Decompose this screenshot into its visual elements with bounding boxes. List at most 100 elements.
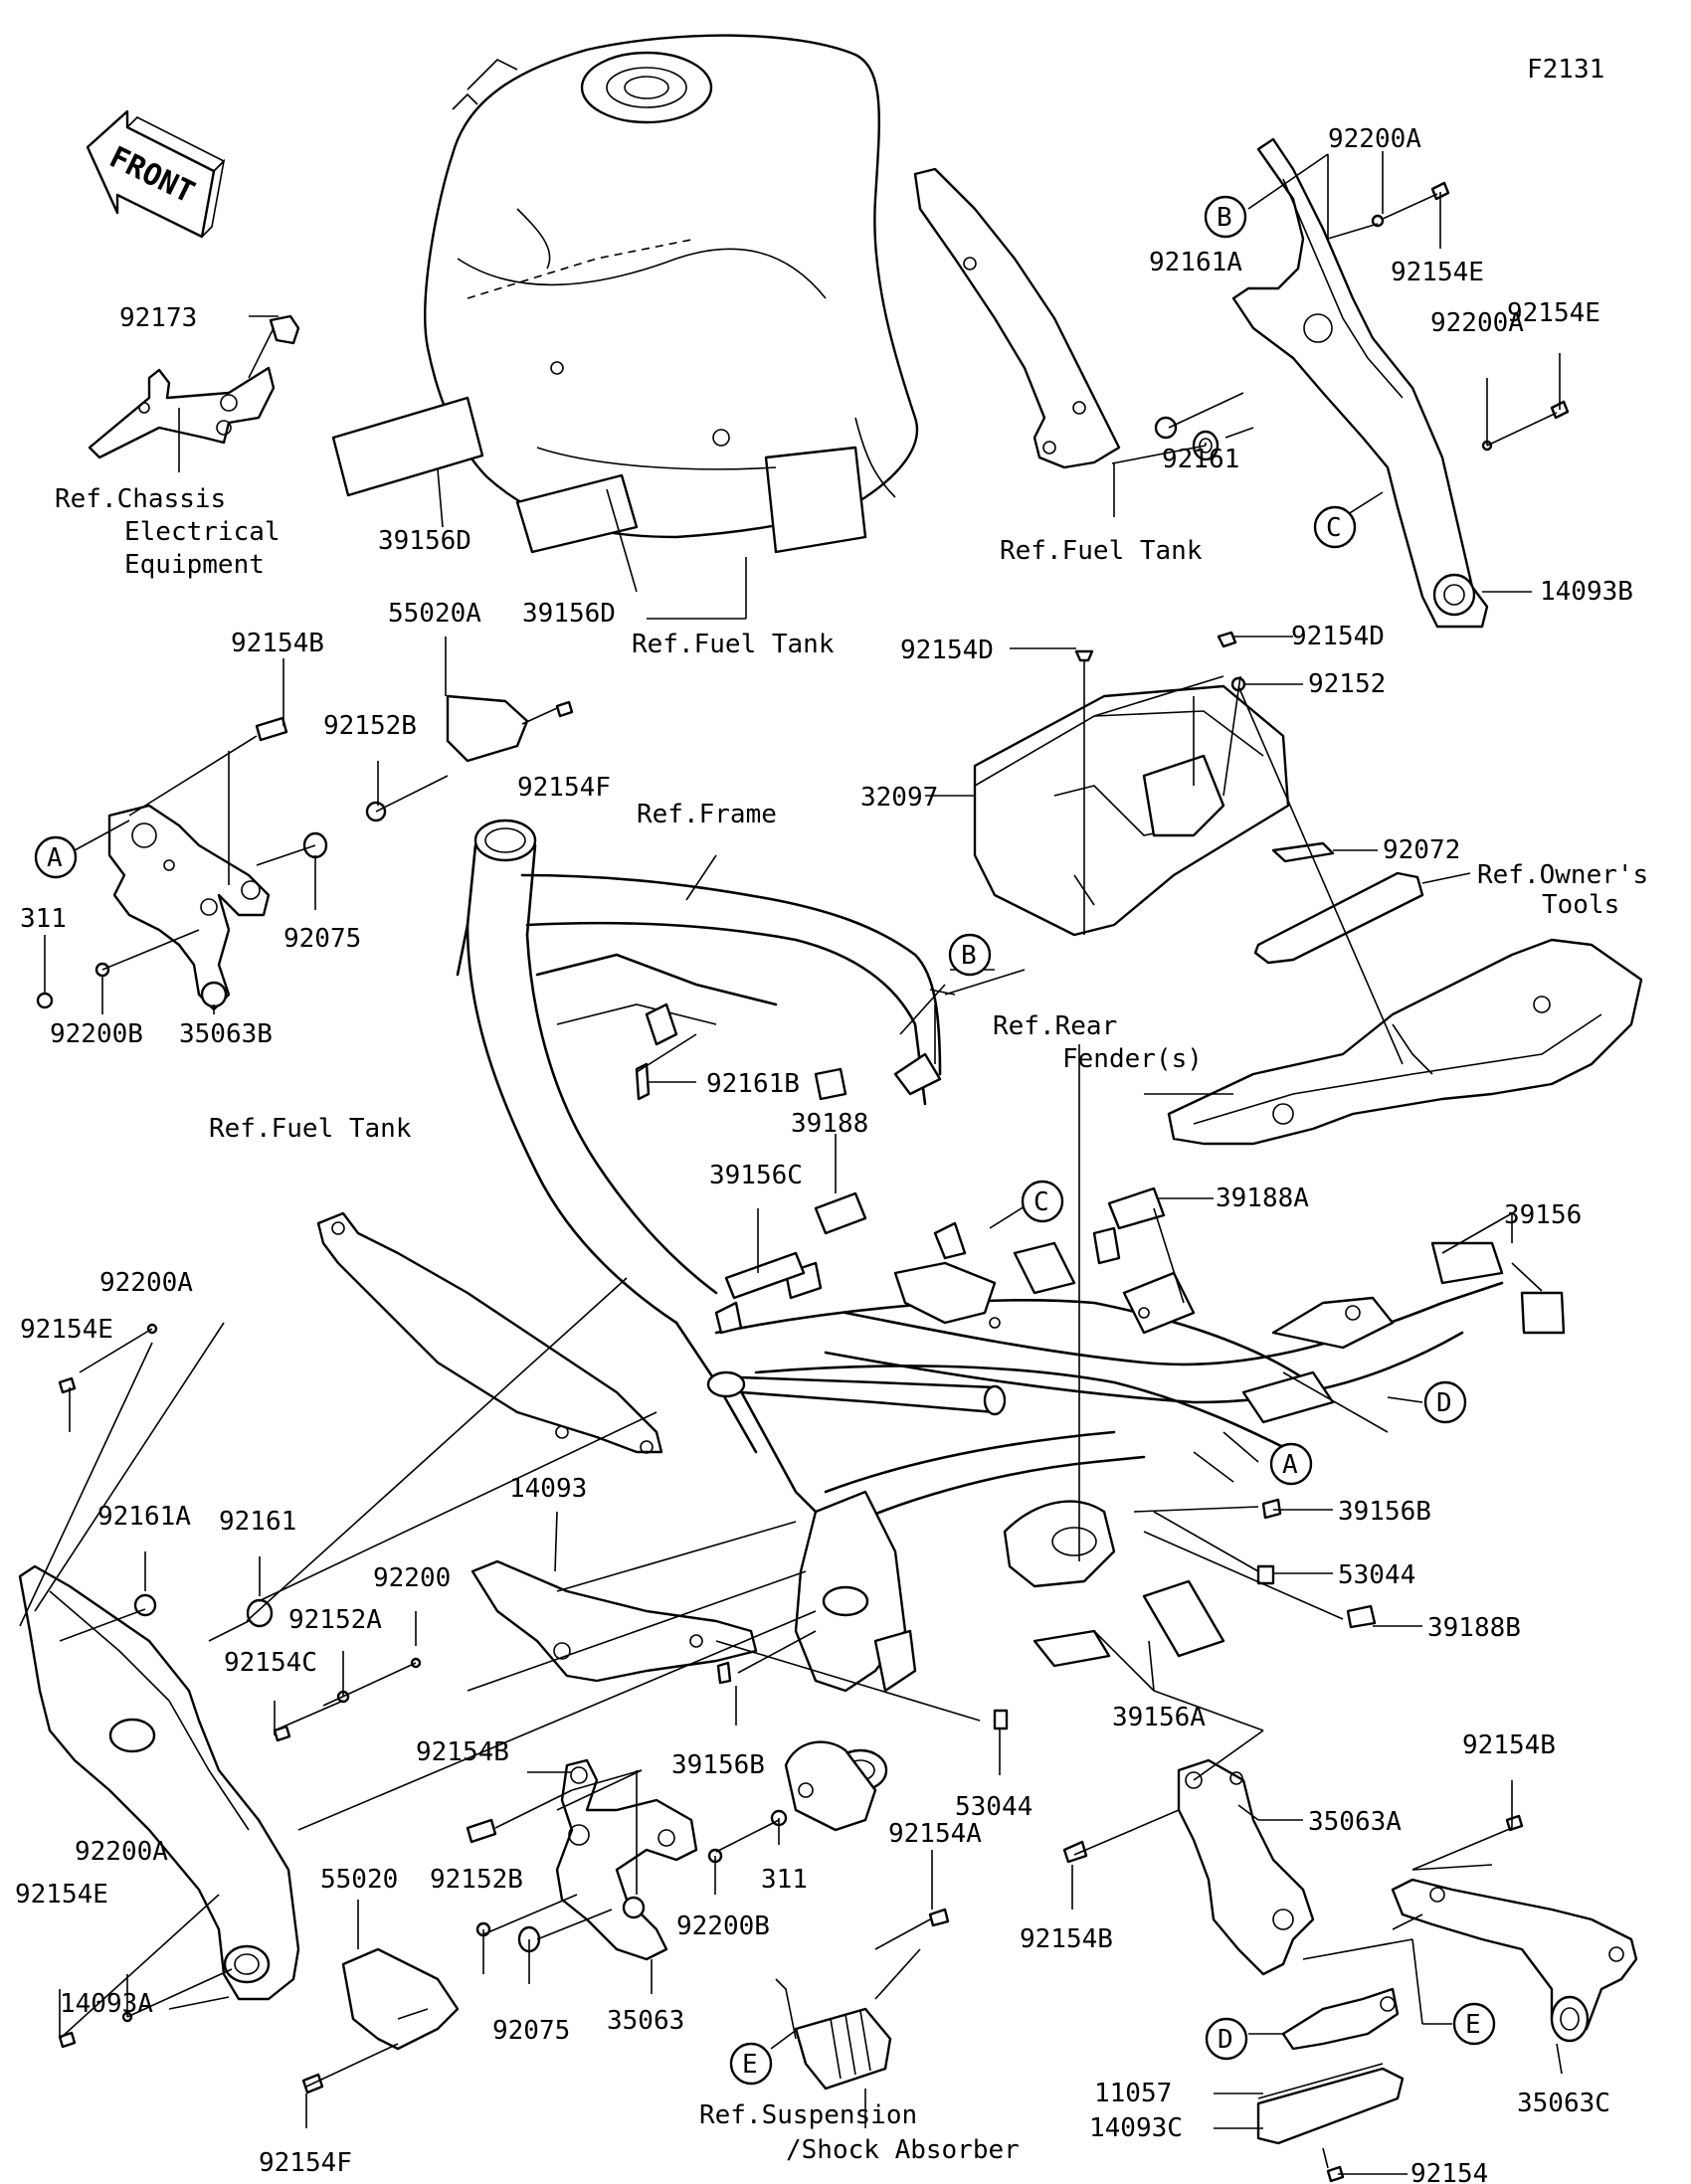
svg-text:D: D — [1218, 2025, 1233, 2055]
label-ref-chassis: Electrical — [124, 517, 281, 547]
battery-case — [973, 684, 1290, 937]
label-ref-rear: Fender(s) — [1062, 1044, 1203, 1074]
footpeg-bracket-35063A — [1177, 1758, 1315, 1976]
label-92200A: 92200A — [1328, 124, 1421, 154]
label-14093A: 14093A — [60, 1989, 153, 2019]
part-labels: 92200A 92154E 92161A 92154E 92200A 92161… — [15, 124, 1648, 2184]
label-92161: 92161 — [1162, 445, 1239, 474]
label-39156B: 39156B — [671, 1750, 765, 1780]
chassis-bracket — [88, 314, 300, 459]
label-92154E: 92154E — [1507, 298, 1600, 328]
footpeg-bracket-35063B — [107, 804, 271, 1011]
label-92152B: 92152B — [430, 1865, 523, 1895]
figure-id: F2131 — [1527, 55, 1604, 85]
callout-C-mid: C — [1021, 1180, 1064, 1223]
shock-adjuster — [775, 1908, 950, 2091]
label-ref-fuel-tank: Ref.Fuel Tank — [1000, 536, 1203, 566]
label-92161A: 92161A — [1149, 248, 1242, 277]
bushing-92161-b — [246, 1598, 274, 1628]
label-ref-chassis: Ref.Chassis — [55, 484, 226, 514]
label-39156D: 39156D — [522, 599, 616, 629]
decal-39156C — [724, 1251, 806, 1300]
label-35063B: 35063B — [179, 1019, 273, 1049]
callout-A-left: A — [34, 835, 78, 879]
label-39156A: 39156A — [1112, 1703, 1206, 1732]
label-92152: 92152 — [1308, 669, 1386, 699]
callout-C-top: C — [1313, 505, 1357, 549]
label-39188A: 39188A — [1216, 1183, 1309, 1213]
label-92154B: 92154B — [231, 629, 324, 658]
label-92152A: 92152A — [288, 1605, 382, 1635]
label-14093B: 14093B — [1540, 577, 1633, 607]
label-ref-frame: Ref.Frame — [637, 800, 777, 829]
label-92154F: 92154F — [259, 2148, 352, 2178]
label-92154F: 92154F — [517, 773, 611, 803]
label-35063C: 35063C — [1517, 2089, 1610, 2118]
leader-lines — [19, 151, 1563, 2175]
label-92154C: 92154C — [224, 1648, 317, 1678]
label-14093C: 14093C — [1089, 2113, 1183, 2143]
label-92200A: 92200A — [99, 1268, 193, 1298]
label-92200B: 92200B — [50, 1019, 143, 1049]
label-92154B: 92154B — [1020, 1924, 1113, 1954]
label-92075: 92075 — [492, 2016, 570, 2046]
cover-14093 — [470, 1559, 758, 1683]
label-39156D: 39156D — [378, 526, 471, 556]
label-ref-fuel-tank: Ref.Fuel Tank — [632, 630, 835, 659]
callout-B-top: B — [1204, 195, 1247, 239]
label-ref-fuel-tank: Ref.Fuel Tank — [209, 1114, 412, 1144]
callout-E-lower: E — [1452, 2002, 1496, 2046]
decal-39156B-a — [1261, 1498, 1282, 1520]
label-311: 311 — [20, 904, 67, 934]
main-frame — [456, 819, 1504, 1832]
label-35063: 35063 — [607, 2006, 684, 2036]
label-92200A: 92200A — [1430, 308, 1524, 338]
label-ref-suspension: /Shock Absorber — [786, 2135, 1020, 2165]
label-311: 311 — [761, 1865, 808, 1895]
callout-B-mid: B — [948, 933, 992, 977]
label-92200B: 92200B — [676, 1911, 770, 1941]
clip-53044-b — [993, 1709, 1009, 1730]
svg-text:E: E — [1465, 2010, 1481, 2040]
callout-E-shock: E — [729, 2042, 773, 2086]
decal-39188A — [1107, 1186, 1166, 1230]
left-tank-cover — [316, 1211, 663, 1454]
label-ref-owners-tools: Ref.Owner's — [1477, 860, 1648, 890]
label-53044: 53044 — [1338, 1560, 1415, 1590]
svg-text:A: A — [1282, 1450, 1298, 1480]
label-92200: 92200 — [373, 1563, 451, 1593]
label-39188: 39188 — [791, 1109, 868, 1139]
label-39188B: 39188B — [1427, 1613, 1521, 1643]
decal-39188 — [814, 1191, 867, 1235]
heel-guard-55020 — [341, 1947, 460, 2051]
decal-39188B — [1346, 1604, 1377, 1629]
label-92154E: 92154E — [1391, 258, 1484, 287]
label-92161: 92161 — [219, 1507, 296, 1537]
label-39156: 39156 — [1504, 1200, 1582, 1230]
svg-text:C: C — [1326, 513, 1342, 543]
label-32097: 32097 — [860, 783, 938, 813]
label-92154B: 92154B — [416, 1737, 509, 1767]
label-39156C: 39156C — [709, 1161, 803, 1190]
label-92072: 92072 — [1383, 835, 1460, 865]
label-ref-rear: Ref.Rear — [993, 1011, 1117, 1041]
label-92154B: 92154B — [1462, 1730, 1556, 1760]
label-55020: 55020 — [320, 1865, 398, 1895]
label-ref-chassis: Equipment — [124, 550, 265, 580]
side-cover-right — [1231, 137, 1489, 629]
heel-plate-14093C — [1256, 2067, 1405, 2145]
label-55020A: 55020A — [388, 599, 481, 629]
decal-39156D-b — [515, 473, 639, 554]
label-92154E: 92154E — [20, 1315, 113, 1345]
tank-side-panel — [913, 167, 1121, 469]
label-92154D: 92154D — [1291, 622, 1385, 651]
label-ref-suspension: Ref.Suspension — [699, 2100, 917, 2130]
label-ref-owners-tools: Tools — [1542, 890, 1619, 920]
footpeg-bracket-35063C — [1391, 1878, 1638, 2043]
svg-text:E: E — [742, 2050, 758, 2080]
decal-39156 — [1520, 1291, 1566, 1335]
label-92154A: 92154A — [888, 1819, 982, 1849]
svg-text:B: B — [1217, 203, 1232, 233]
callout-D-lower: D — [1205, 2017, 1248, 2061]
label-14093: 14093 — [509, 1474, 587, 1504]
